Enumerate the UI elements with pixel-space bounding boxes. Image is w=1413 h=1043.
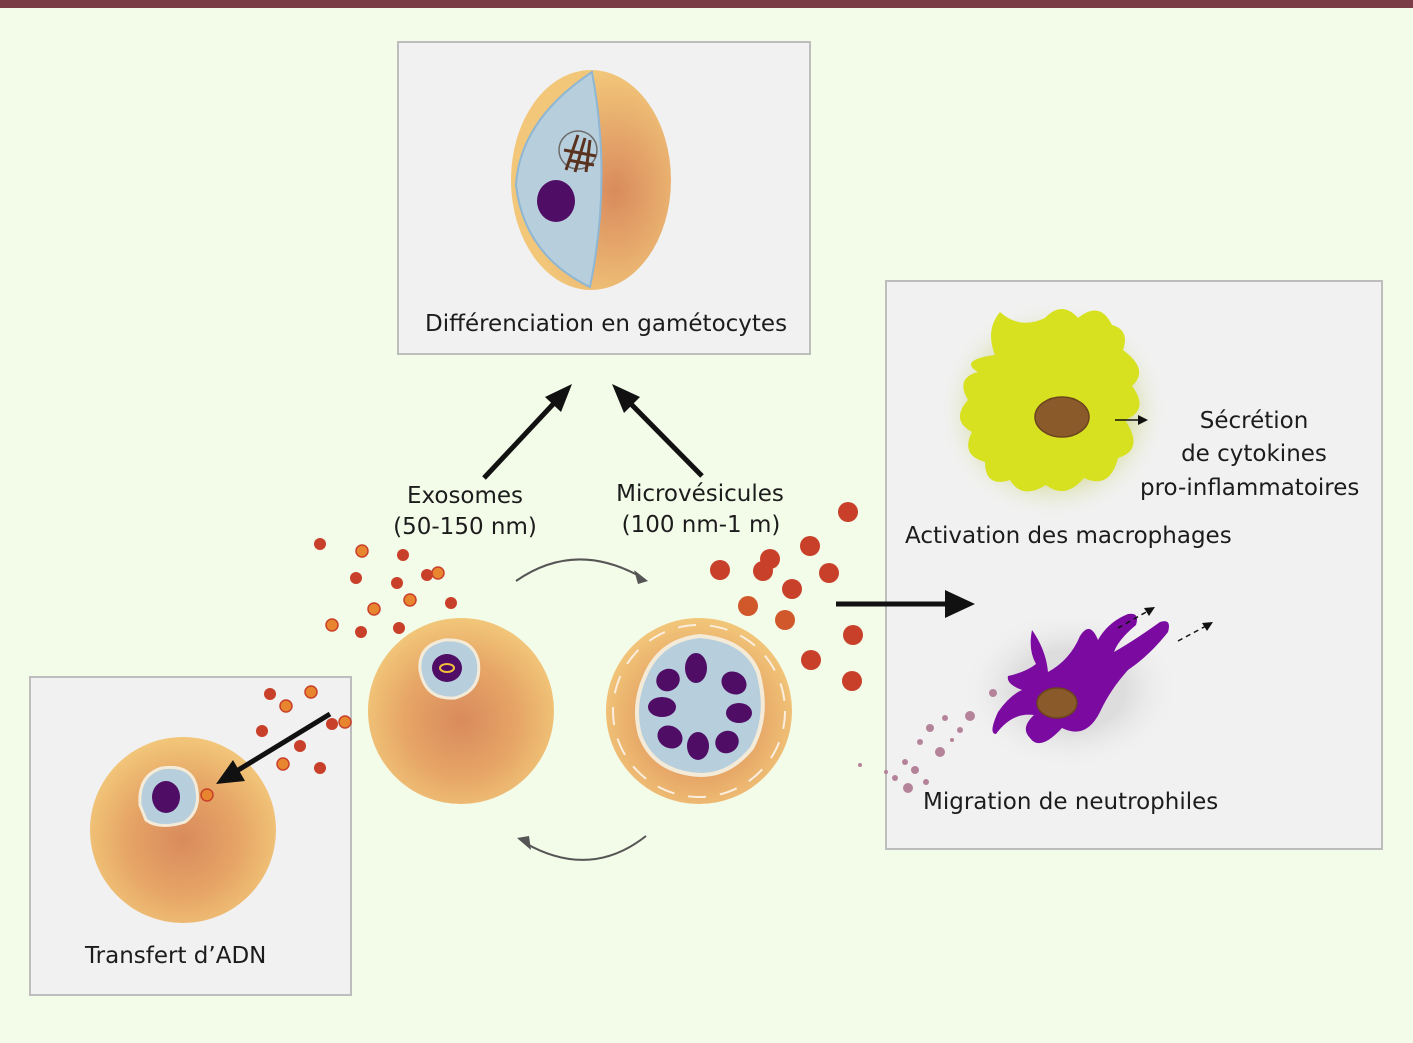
dna-vesicles [256,685,352,774]
microvesicles-name: Microvésicules [616,481,784,507]
macrophage-cell [938,300,1168,520]
hemozoin-pigment [558,130,598,173]
exosome-particles [314,538,457,638]
neutrophil-nucleus [1036,687,1078,719]
arrow-microvesicles-up [612,384,640,413]
macrophage-nucleus [1034,396,1090,438]
arrow-exosomes-up [545,384,572,412]
exosomes-size: (50-150 nm) [393,514,537,540]
neutrophil-cell [858,607,1213,793]
gametocyte-cell [511,70,671,290]
arrow-to-immune [945,590,975,618]
neutrophil-trail [858,689,997,793]
microvesicle-particles [710,502,863,691]
arrow-dna-transfer [216,760,245,784]
secretion-line-3: pro-inflammatoires [1140,475,1360,501]
top-bar [0,0,1413,8]
secretion-line-2: de cytokines [1181,441,1327,467]
infected-rbc-schizont [606,618,792,804]
microvesicles-size: (100 nm-1 m) [621,512,781,538]
neutrophil-label: Migration de neutrophiles [923,789,1219,815]
infected-rbc-ring [368,618,554,804]
gametocyte-nucleus [537,180,575,222]
exosomes-name: Exosomes [406,483,524,509]
dna-transfer-label: Transfert d’ADN [85,943,267,969]
secretion-line-1: Sécrétion [1199,408,1309,434]
gametocyte-label: Différenciation en gamétocytes [425,311,788,337]
dna-transfer-panel [29,676,352,996]
recipient-rbc [90,737,276,923]
macrophage-label: Activation des macrophages [905,523,1232,549]
